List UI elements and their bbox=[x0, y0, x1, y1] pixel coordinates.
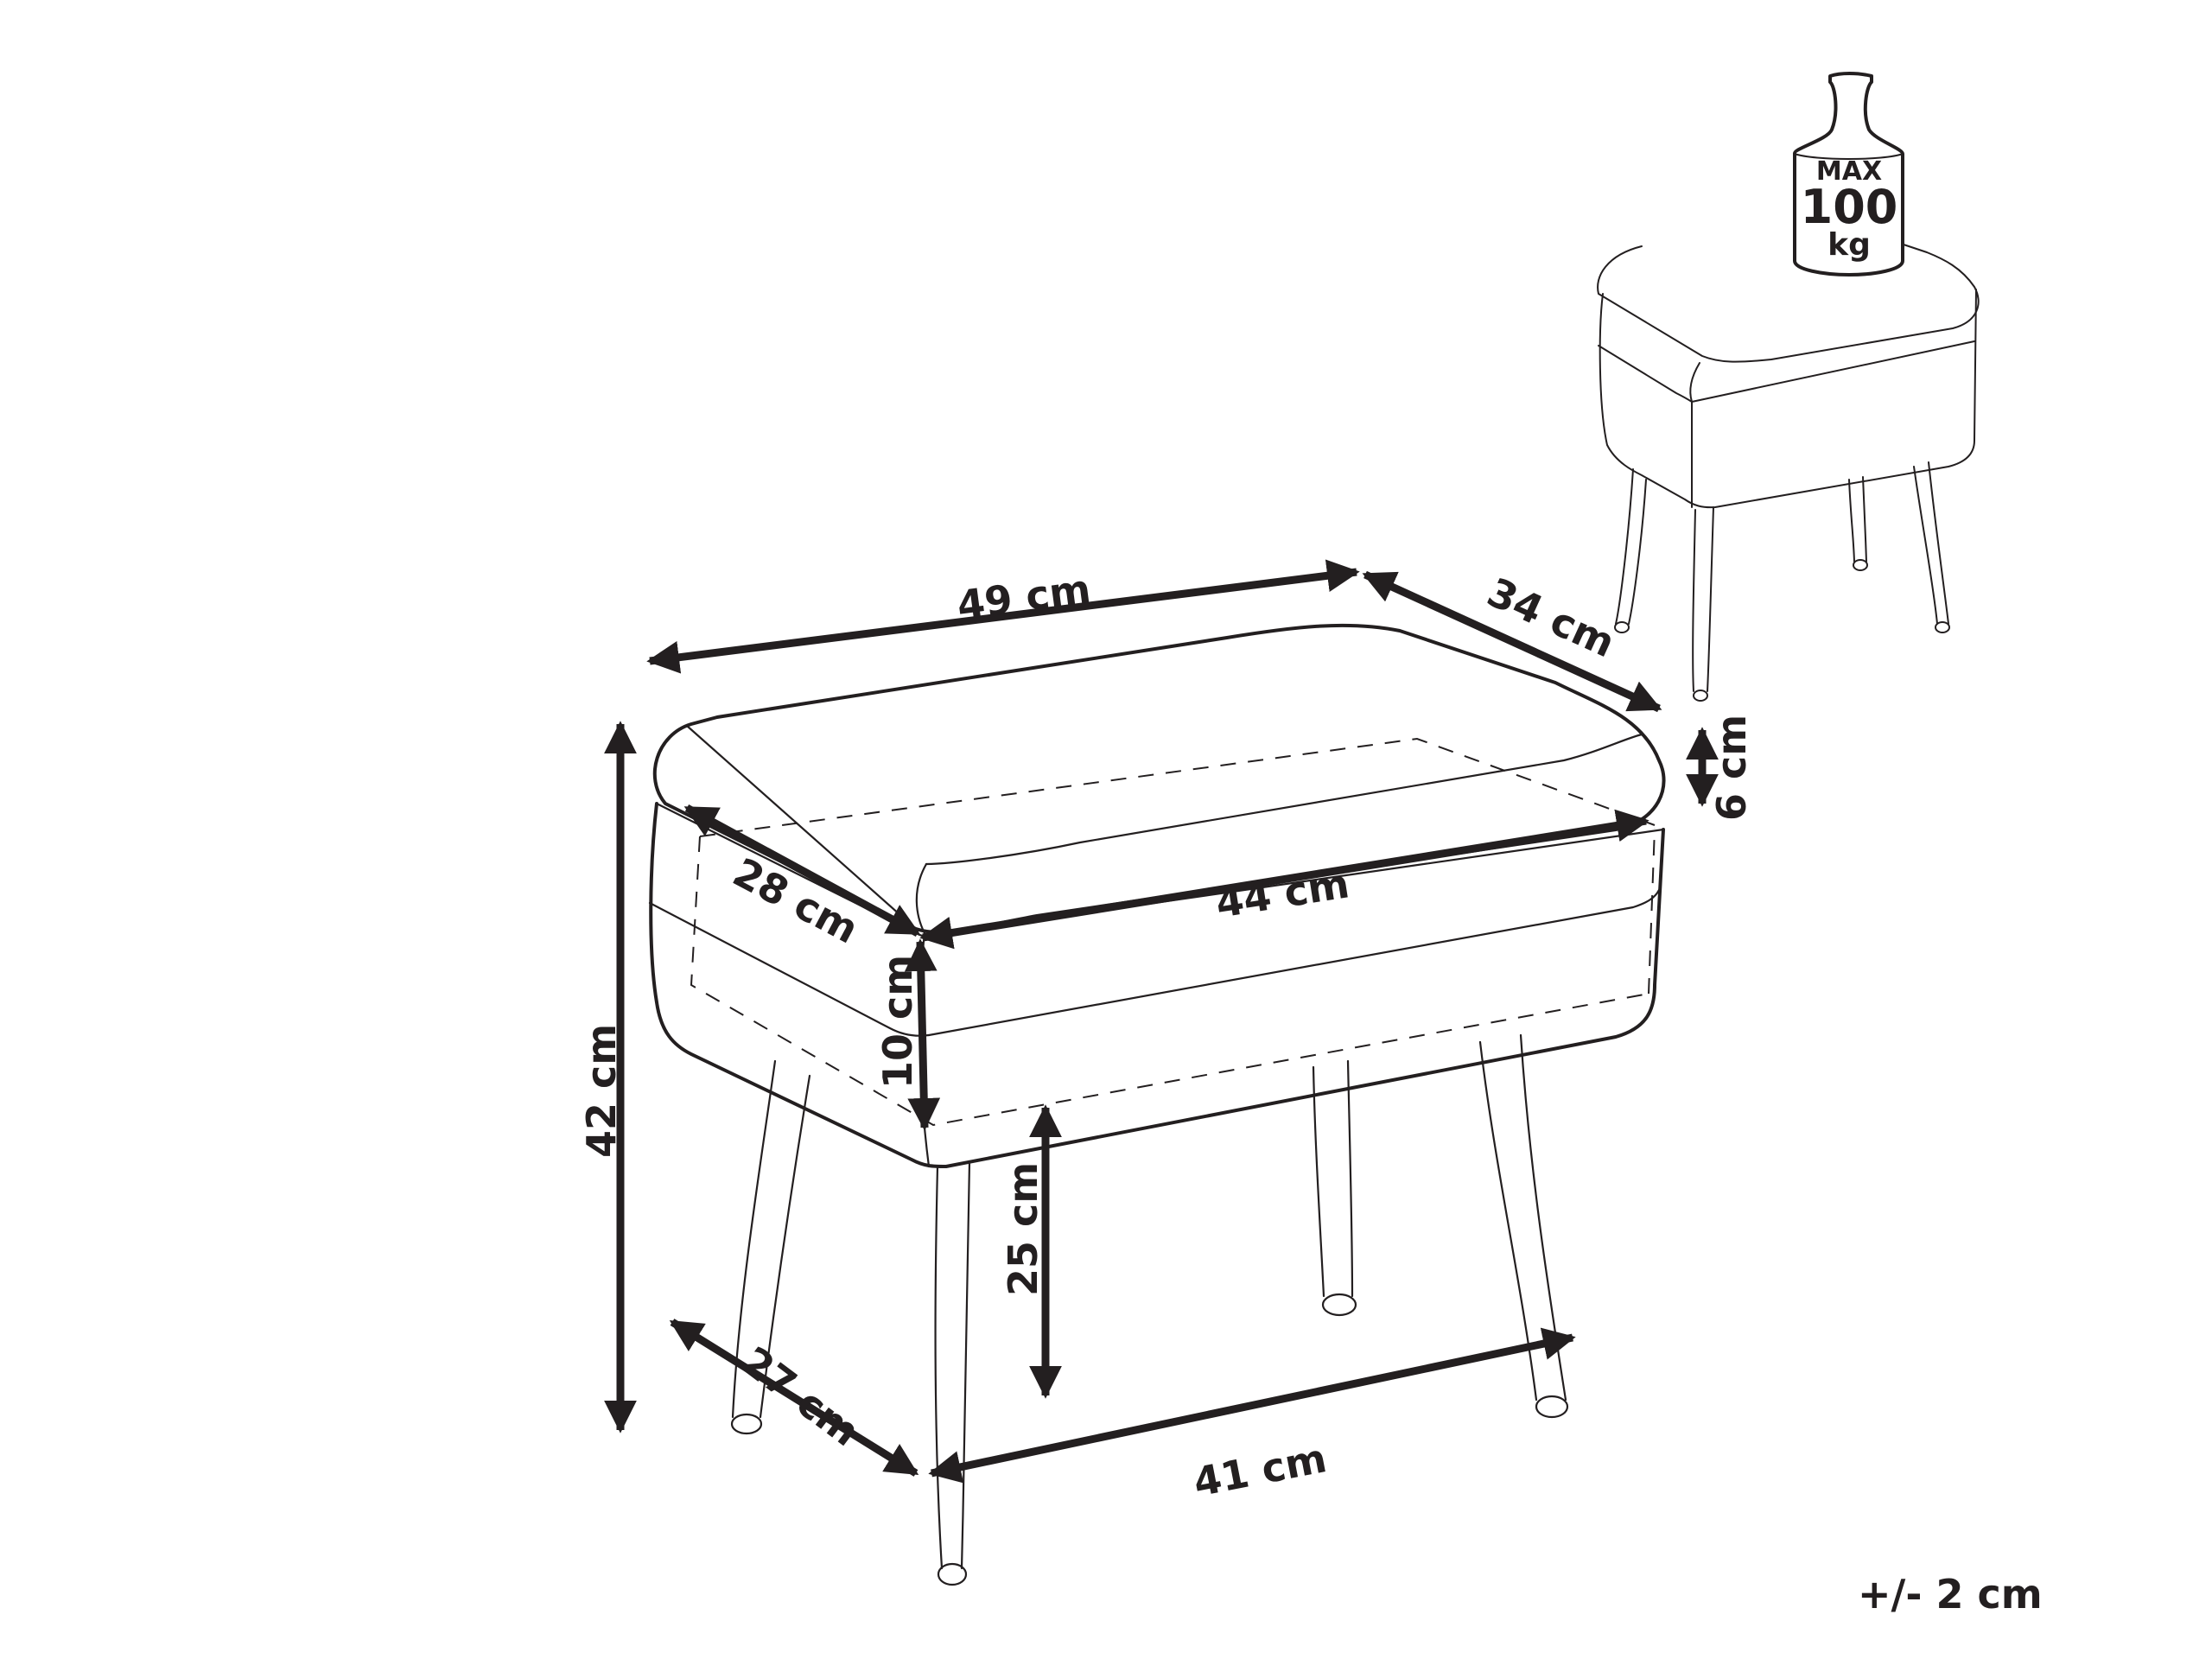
dim-arrow-28cm bbox=[683, 804, 921, 937]
max-load-weight-icon: MAX 100 kg bbox=[1792, 72, 1904, 276]
dim-arrow-34cm bbox=[1362, 570, 1662, 713]
max-load-value: 100 bbox=[1801, 180, 1898, 234]
dimension-arrows bbox=[604, 559, 1719, 1484]
main-stool-drawing bbox=[648, 623, 1666, 1586]
tolerance-note: +/- 2 cm bbox=[1858, 1571, 2043, 1618]
reference-stool-drawing bbox=[1597, 243, 1980, 702]
label-leg-span-depth: 27 cm bbox=[733, 1338, 868, 1456]
dim-arrow-44cm bbox=[919, 809, 1649, 950]
leg-back-left bbox=[1312, 1059, 1357, 1317]
dimension-labels: 49 cm 34 cm 6 cm 42 cm 28 cm 44 cm 10 cm… bbox=[578, 565, 1755, 1506]
label-inner-height: 10 cm bbox=[874, 955, 921, 1089]
max-load-unit: kg bbox=[1827, 227, 1871, 263]
dim-arrow-10cm bbox=[904, 938, 941, 1131]
label-leg-span-width: 41 cm bbox=[1190, 1434, 1331, 1506]
dim-arrow-27cm bbox=[669, 1319, 919, 1477]
label-overall-height: 42 cm bbox=[578, 1024, 625, 1158]
label-inner-width: 44 cm bbox=[1212, 860, 1352, 927]
max-load-label: MAX bbox=[1816, 156, 1882, 187]
label-leg-height: 25 cm bbox=[1000, 1162, 1046, 1296]
label-overall-depth: 34 cm bbox=[1480, 569, 1622, 667]
dim-arrow-49cm bbox=[646, 559, 1360, 674]
label-lid-thickness: 6 cm bbox=[1708, 715, 1755, 821]
label-overall-width: 49 cm bbox=[954, 565, 1093, 629]
dim-arrow-41cm bbox=[928, 1327, 1576, 1484]
leg-front-right bbox=[934, 1160, 971, 1586]
leg-back-right bbox=[1478, 1033, 1569, 1419]
